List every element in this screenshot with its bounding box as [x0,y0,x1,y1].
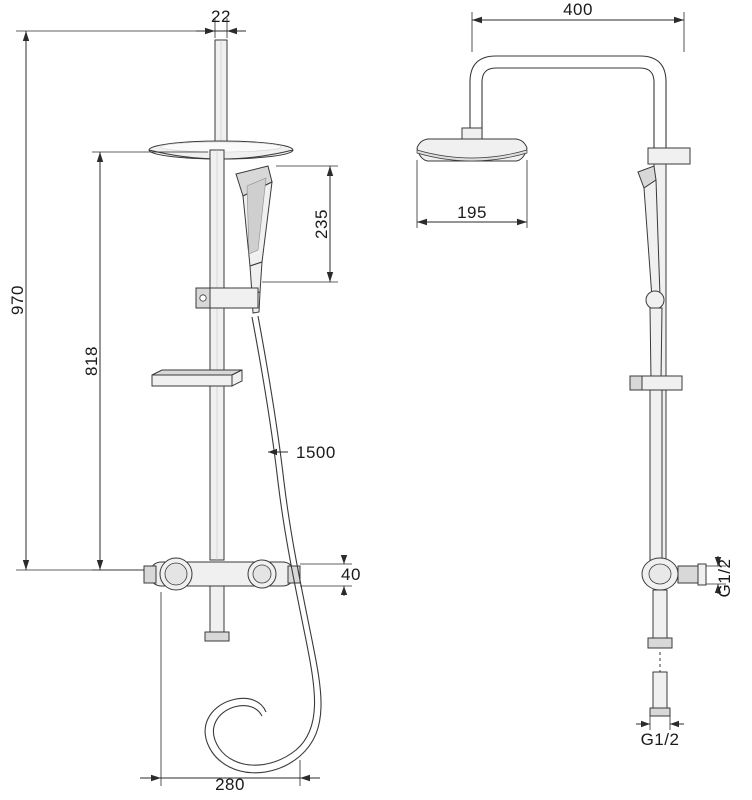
dim-label-thread-right: G1/2 [715,559,734,598]
front-top-riser [214,39,228,146]
front-mixer-body [143,557,301,591]
dim-thread-bottom [636,716,684,730]
dim-label-head-diameter: 195 [457,203,487,222]
dim-base-width [140,592,320,786]
front-view [143,39,322,774]
front-shower-hose [204,315,322,774]
dim-label-valve-depth: 40 [341,565,361,584]
dim-label-head-height: 235 [312,209,331,239]
dim-head-height [262,165,338,283]
dim-arm-reach [471,12,685,52]
dim-label-top-width: 22 [211,7,231,26]
dim-top-width [196,18,246,38]
side-valve-body [641,557,707,591]
side-hand-shower [637,165,665,381]
front-soap-shelf [151,369,243,387]
dim-head-diameter [416,160,528,228]
dim-valve-depth [300,555,352,596]
dim-label-arm-reach: 400 [563,0,593,19]
side-view [416,55,707,717]
side-bottom-outlet [647,589,673,717]
side-shower-arm [469,55,667,150]
dim-label-base-width: 280 [215,775,245,794]
dim-thread-right [706,556,726,594]
side-lower-bar [649,389,663,561]
front-handset-holder [195,287,259,309]
dim-label-hose-length: 1500 [296,443,336,462]
dim-label-thread-bottom: G1/2 [641,730,680,749]
dim-label-total-height: 970 [8,285,27,315]
dim-label-bar-height: 818 [82,346,101,376]
dim-bar-height [92,151,208,571]
side-shower-head [416,127,528,162]
side-handset-holder [629,375,683,391]
front-slide-bar [209,149,225,561]
dim-total-height [16,30,205,571]
side-top-bracket [647,147,691,165]
front-lower-riser [204,585,230,642]
hose-leader [268,448,288,456]
